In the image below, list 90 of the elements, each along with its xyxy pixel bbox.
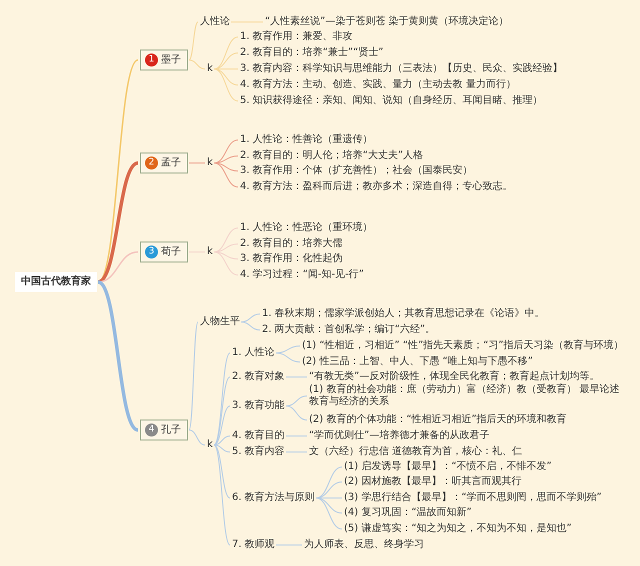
branch-line [214,444,230,546]
branch-label: k [207,63,213,75]
note-text: 1. 春秋末期；儒家学派创始人；其教育思想记录在《论语》中。 [262,308,545,320]
branch-label: k [207,246,213,258]
branch-line [276,352,300,362]
branch-line [214,444,230,452]
note-text: (1) 教育的社会功能：庶（劳动力）富（经济）教（受教育） 最早论述教育与经济的关系 [309,384,629,408]
note-text: (3) 学思行结合【最早】：“学而不思则罔，思而不学则殆” [344,492,602,504]
branch-line [214,252,238,276]
note-text: 2. 两大贡献：首创私学；编订“六经”。 [262,324,436,336]
topic-label: 孔子 [161,424,181,436]
branch-line [214,36,238,70]
branch-line [188,322,198,430]
note-text: 2. 教育目的：明人伦；培养“大丈夫”人格 [240,150,424,162]
note-text: (1) 启发诱导【最早】：“不愤不启，不悱不发” [344,461,552,473]
branch-line [188,60,206,70]
number-badge: 1 [145,54,158,66]
number-badge: 2 [145,156,158,170]
note-text: 5. 知识获得途径：亲知、闻知、说知（自身经历、耳闻目睹、推理） [240,95,543,107]
number-badge: 4 [145,424,158,436]
topic-box [140,242,188,262]
note-text: (2) 教育的个体功能：“性相近习相近”指后天的环境和教育 [309,414,567,426]
branch-line [240,314,260,322]
note-text: “有教无类”—反对阶级性，体现全民化教育；教育起点计划均等。 [309,371,600,383]
central-topic: 中国古代教育家 [15,272,97,292]
branch-label: 2. 教育对象 [232,371,285,383]
branch-label: 5. 教育内容 [232,446,285,458]
branch-label: k [207,439,213,451]
branch-line [214,376,230,446]
topic-box [140,152,188,174]
branch-line [214,436,230,446]
topic-label: 荀子 [161,246,181,258]
branch-label: 人性论 [200,16,230,28]
branch-line [214,162,238,172]
branch-label: 人物生平 [200,316,240,328]
note-text: 4. 教育方法：盈科而后进；教亦多术；深造自得；专心致志。 [240,181,513,193]
branch-label: 6. 教育方法与原则 [232,492,315,504]
branch-line [214,52,238,70]
branch-line [214,228,238,252]
branch-label: k [207,157,213,169]
branch-label: 4. 教育目的 [232,430,285,442]
branch-line [214,68,238,102]
note-text: 1. 人性论：性恶论（重环境） [240,222,373,234]
topic-box [140,420,188,440]
branch-line [316,466,342,498]
note-text: 2. 教育目的：培养“兼士”“贤士” [240,47,384,59]
note-text: 文（六经）行忠信 道德教育为首，核心：礼、仁 [309,446,522,458]
branch-line [97,161,139,284]
branch-line [214,68,238,86]
note-text: 1. 教育作用：兼爱、非攻 [240,31,353,43]
note-text: “人性素丝说”—染于苍则苍 染于黄则黄（环境决定论） [265,16,509,28]
branch-label: 7. 教师观 [232,539,275,551]
branch-line [316,498,342,530]
note-text: (4) 复习巩固：“温故而知新” [344,507,472,519]
branch-line [240,322,260,330]
branch-label: 3. 教育功能 [232,400,285,412]
note-text: (1) “性相近，习相近” “性”指先天素质；“习”指后天习染（教育与环境） [302,340,624,352]
number-badge: 3 [145,246,158,258]
note-text: 1. 人性论：性善论（重遗传） [240,134,373,146]
note-text: 3. 教育内容：科学知识与思维能力（三表法）【历史、民众、实践经验】 [240,63,563,75]
note-text: (5) 谦虚笃实：“知之为知之，不知为不知，是知也” [344,523,572,535]
branch-line [97,280,139,432]
branch-line [286,376,308,378]
branch-line [214,162,238,188]
branch-line [188,22,198,60]
note-text: (2) 因材施教【最早】：听其言而观其行 [344,476,522,488]
branch-line [188,162,206,164]
branch-line [214,352,230,446]
note-text: 4. 教育方法：主动、创造、实践、量力（主动去教 量力而行） [240,79,516,91]
branch-line [286,396,308,406]
branch-line [188,430,206,446]
note-text: 3. 教育作用：化性起伪 [240,253,343,265]
branch-line [276,544,302,546]
branch-line [214,140,238,164]
branch-line [214,68,238,70]
branch-line [214,406,230,446]
note-text: 2. 教育目的：培养大儒 [240,238,343,250]
branch-line [214,444,230,498]
branch-line [316,498,342,514]
branch-line [286,406,308,420]
branch-line [316,482,342,498]
note-text: 3. 教育作用：个体（扩充善性）；社会（国泰民安） [240,165,473,177]
note-text: 为人师表、反思、终身学习 [304,539,424,551]
topic-label: 墨子 [161,54,181,66]
topic-box [140,50,188,70]
note-text: (2) 性三品：上智、中人、下愚 “唯上知与下愚不移” [302,356,533,368]
note-text: “学而优则仕”—培养德才兼备的从政君子 [309,430,490,442]
note-text: 4. 学习过程：“闻-知-见-行” [240,269,364,281]
branch-label: 1. 人性论 [232,347,275,359]
topic-label: 孟子 [161,157,181,169]
